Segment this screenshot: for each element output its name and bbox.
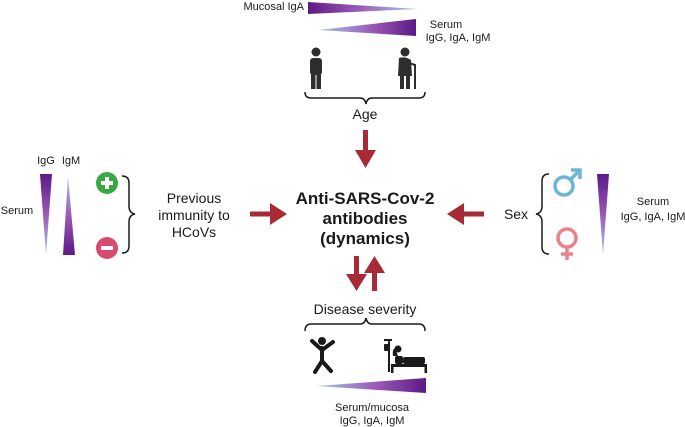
- sex-serum-gradient: [597, 174, 609, 255]
- disease-severity-bidirectional-arrows: [346, 256, 385, 291]
- disease-severity-gradient: [316, 378, 426, 393]
- mucosal-iga-gradient: [308, 2, 418, 14]
- top-serum-label: Serum: [430, 19, 462, 31]
- center-title-line2: antibodies: [322, 209, 407, 228]
- igm-label: IgM: [62, 155, 80, 167]
- serum-mucosa-isotypes: IgG, IgA, IgM: [340, 415, 405, 427]
- right-serum-label: Serum: [637, 196, 669, 208]
- disease-severity-label: Disease severity: [314, 301, 417, 317]
- top-serum-isotypes: IgG, IgA, IgM: [426, 32, 491, 44]
- center-title-line3: (dynamics): [320, 229, 410, 248]
- female-symbol-icon: [556, 227, 578, 260]
- mucosal-iga-label: Mucosal IgA: [243, 1, 304, 13]
- sex-label: Sex: [504, 206, 528, 222]
- hospital-bed-patient-icon: [384, 339, 427, 373]
- serum-age-gradient: [318, 19, 416, 36]
- adult-person-icon: [310, 47, 322, 89]
- minus-icon: [96, 237, 118, 259]
- plus-icon: [96, 172, 118, 194]
- previous-immunity-line1: Previous: [167, 190, 221, 206]
- previous-immunity-line2: immunity to: [158, 207, 230, 223]
- sex-brace: [535, 173, 550, 255]
- right-serum-isotypes: IgG, IgA, IgM: [621, 211, 685, 223]
- age-brace: [304, 91, 426, 105]
- age-label: Age: [353, 106, 378, 122]
- left-serum-label: Serum: [1, 205, 33, 217]
- previous-immunity-arrow: [250, 203, 287, 225]
- center-title-line1: Anti-SARS-Cov-2: [296, 189, 435, 208]
- sex-arrow: [447, 203, 484, 225]
- male-symbol-icon: [553, 168, 582, 197]
- previous-immunity-line3: HCoVs: [172, 224, 216, 240]
- serum-mucosa-label: Serum/mucosa: [335, 402, 410, 414]
- igg-gradient: [40, 174, 52, 255]
- elderly-person-with-cane-icon: [398, 47, 416, 89]
- igm-gradient: [63, 176, 75, 255]
- previous-immunity-brace: [121, 175, 136, 254]
- active-person-icon: [310, 337, 335, 374]
- disease-severity-brace: [304, 317, 426, 332]
- igg-label: IgG: [37, 155, 55, 167]
- age-arrow: [355, 130, 376, 168]
